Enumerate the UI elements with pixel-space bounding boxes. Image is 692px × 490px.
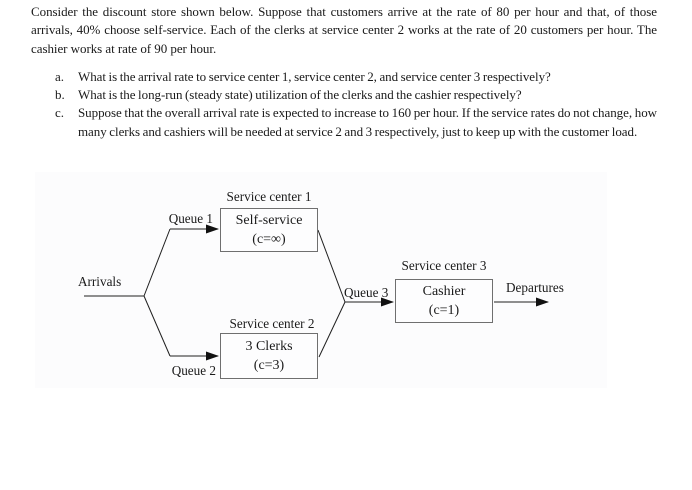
- intro-paragraph: Consider the discount store shown below.…: [31, 4, 657, 56]
- service-center-2-title: Service center 2: [229, 316, 315, 331]
- question-marker-b: b.: [55, 87, 65, 103]
- question-item-c: c. Suppose that the overall arrival rate…: [31, 104, 657, 141]
- service-center-3-box: Cashier (c=1): [395, 279, 493, 323]
- service-center-3-title: Service center 3: [401, 258, 487, 273]
- service-center-2-capacity: (c=3): [253, 358, 285, 373]
- center1-out-line: [317, 229, 346, 303]
- service-center-3-name: Cashier: [422, 284, 466, 299]
- branch-down-line: [143, 295, 171, 357]
- center2-out-line: [318, 301, 346, 358]
- queue2-label: Queue 2: [171, 363, 216, 378]
- service-center-1-capacity: (c=∞): [252, 232, 286, 247]
- question-text-c: Suppose that the overall arrival rate is…: [78, 105, 657, 139]
- arrivals-label: Arrivals: [78, 274, 122, 289]
- departures-label: Departures: [506, 280, 564, 295]
- question-text-b: What is the long-run (steady state) util…: [78, 87, 522, 103]
- question-item-b: b. What is the long-run (steady state) u…: [31, 86, 657, 104]
- question-list: a. What is the arrival rate to service c…: [31, 68, 657, 141]
- problem-statement: Consider the discount store shown below.…: [31, 3, 657, 141]
- branch-up-line: [143, 228, 171, 297]
- question-marker-c: c.: [55, 105, 65, 121]
- service-center-1-name: Self-service: [235, 213, 303, 228]
- queue3-label: Queue 3: [344, 285, 389, 300]
- question-item-a: a. What is the arrival rate to service c…: [31, 68, 657, 86]
- question-marker-a: a.: [55, 68, 65, 84]
- service-center-1-title: Service center 1: [226, 189, 312, 204]
- service-center-1-box: Self-service (c=∞): [220, 208, 318, 252]
- service-center-2-box: 3 Clerks (c=3): [220, 333, 318, 379]
- queue1-label: Queue 1: [168, 211, 213, 226]
- question-text-a: What is the arrival rate to service cent…: [78, 68, 551, 84]
- service-center-3-capacity: (c=1): [428, 303, 460, 318]
- service-center-2-name: 3 Clerks: [245, 339, 293, 354]
